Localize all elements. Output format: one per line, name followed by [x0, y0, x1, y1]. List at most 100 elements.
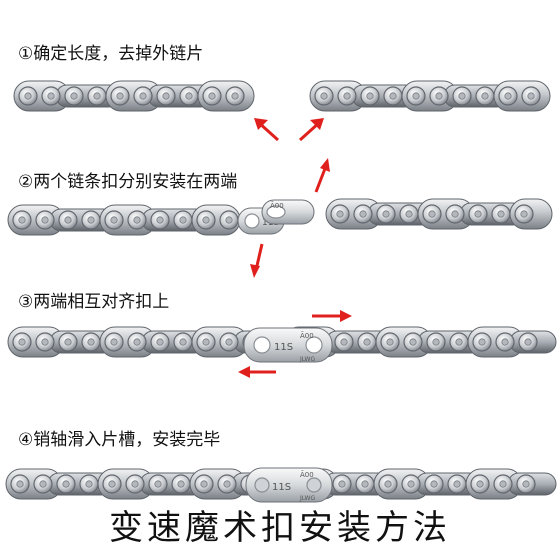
chain-pin — [435, 92, 443, 100]
step-1-arrow-left — [254, 118, 280, 142]
chain-pin — [432, 338, 440, 346]
step-1-arrow-right — [298, 118, 324, 142]
chain-pin — [225, 216, 233, 224]
chain-pin — [361, 480, 369, 488]
chain-pin — [407, 480, 415, 488]
step-4-brand-text: Ã00 — [300, 470, 314, 479]
step-4-label: ④销轴滑入片槽，安装完毕 — [18, 430, 221, 450]
step-4-code-text: JLWG — [299, 495, 315, 502]
step-2-arrow-up — [314, 158, 330, 193]
step-3-brand-text: Ã00 — [300, 331, 314, 340]
chain-pin — [389, 92, 397, 100]
chain-pin — [41, 338, 49, 346]
chain-pin — [366, 92, 374, 100]
chain-pin — [200, 480, 208, 488]
step-2-master-link-right: Ã00 — [261, 199, 315, 225]
chain-pin — [18, 338, 26, 346]
chain-pin — [320, 92, 328, 100]
chain-pin — [524, 338, 532, 346]
chain-pin — [223, 480, 231, 488]
chain-pin — [24, 92, 32, 100]
step-4-master-link: 11S Ã00 JLWG — [245, 467, 333, 503]
chain-pin — [116, 92, 124, 100]
chain-pin — [340, 338, 348, 346]
step-2-right-chain — [325, 198, 553, 230]
chain-pin — [520, 210, 528, 218]
step-2-arrow-down — [250, 243, 264, 278]
chain-pin — [18, 216, 26, 224]
chain-pin — [202, 338, 210, 346]
step-3-master-link: 11S Ã00 JLWG — [243, 327, 333, 363]
chain-pin — [497, 210, 505, 218]
step-2-brand-text: Ã00 — [270, 201, 284, 210]
chain-pin — [133, 338, 141, 346]
chain-pin — [363, 338, 371, 346]
chain-pin — [185, 92, 193, 100]
chain-pin — [501, 338, 509, 346]
step-1-left-chain — [13, 80, 255, 112]
step-1-label: ①确定长度，去掉外链片 — [18, 44, 204, 64]
chain-pin — [110, 338, 118, 346]
chain-pin — [208, 92, 216, 100]
chain-pin — [47, 92, 55, 100]
chain-pin — [64, 216, 72, 224]
chain-pin — [87, 216, 95, 224]
chain-pin — [133, 216, 141, 224]
chain-pin — [177, 480, 185, 488]
chain-pin — [93, 92, 101, 100]
chain-pin — [409, 338, 417, 346]
chain-pin — [156, 216, 164, 224]
chain-pin — [179, 338, 187, 346]
chain-pin — [85, 480, 93, 488]
step-3-arrow-left — [238, 366, 276, 378]
chain-pin — [39, 480, 47, 488]
chain-pin — [162, 92, 170, 100]
step-1-right-chain — [309, 80, 551, 112]
step-2-label: ②两个链条扣分别安装在两端 — [18, 172, 238, 192]
chain-pin — [384, 480, 392, 488]
chain-pin — [382, 210, 390, 218]
chain-pin — [499, 480, 507, 488]
chain-pin — [527, 92, 535, 100]
chain-pin — [386, 338, 394, 346]
step-3-size-text: 11S — [274, 342, 293, 353]
chain-pin — [156, 338, 164, 346]
chain-pin — [430, 480, 438, 488]
chain-pin — [179, 216, 187, 224]
chain-pin — [504, 92, 512, 100]
chain-pin — [108, 480, 116, 488]
chain-pin — [522, 480, 530, 488]
chain-pin — [87, 338, 95, 346]
chain-pin — [481, 92, 489, 100]
chain-pin — [455, 338, 463, 346]
chain-pin — [16, 480, 24, 488]
chain-pin — [336, 210, 344, 218]
chain-pin — [405, 210, 413, 218]
step-3-label: ③两端相互对齐扣上 — [18, 292, 170, 312]
chain-pin — [451, 210, 459, 218]
chain-pin — [202, 216, 210, 224]
chain-pin — [478, 338, 486, 346]
chain-pin — [225, 338, 233, 346]
step-2-left-chain — [7, 204, 241, 236]
chain-pin — [343, 92, 351, 100]
page-title: 变速魔术扣安装方法 — [109, 508, 451, 548]
chain-pin — [139, 92, 147, 100]
chain-pin — [41, 216, 49, 224]
chain-pin — [476, 480, 484, 488]
chain-pin — [453, 480, 461, 488]
chain-pin — [474, 210, 482, 218]
chain-pin — [338, 480, 346, 488]
chain-pin — [62, 480, 70, 488]
step-4-size-text: 11S — [272, 482, 291, 493]
chain-pin — [131, 480, 139, 488]
chain-pin — [110, 216, 118, 224]
chain-pin — [428, 210, 436, 218]
chain-pin — [412, 92, 420, 100]
chain-pin — [458, 92, 466, 100]
chain-pin — [231, 92, 239, 100]
step-3-arrow-right — [312, 310, 352, 322]
step-3-code-text: JLWG — [299, 356, 315, 363]
